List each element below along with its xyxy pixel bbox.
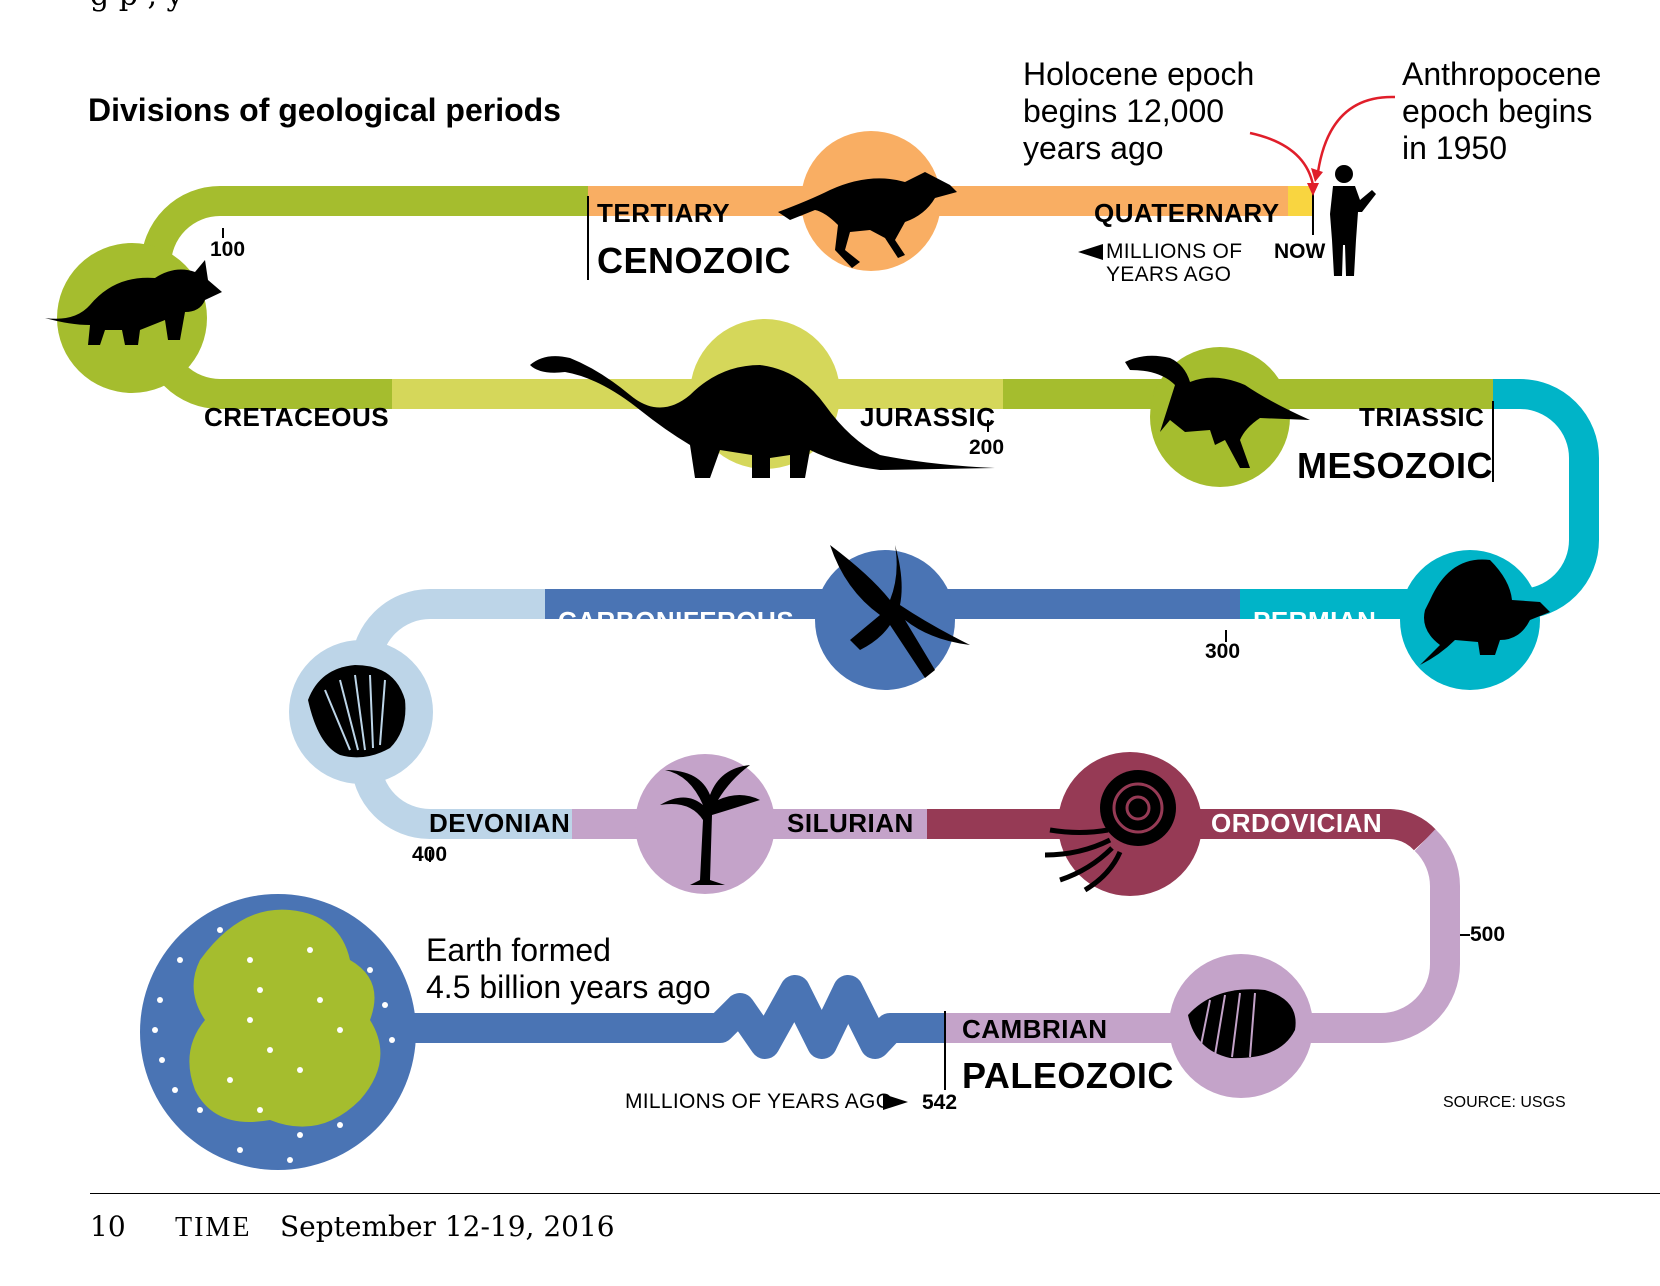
- page-number: 10: [90, 1210, 126, 1243]
- tick-300: 300: [1205, 640, 1241, 663]
- fern-tree-icon: [635, 754, 775, 894]
- cenozoic-label: CENOZOIC: [597, 240, 792, 281]
- mesozoic-label: MESOZOIC: [1297, 445, 1494, 486]
- quaternary-label: QUATERNARY: [1094, 198, 1280, 228]
- header-text-fragment: g p , y: [90, 0, 184, 13]
- cambrian-curve: [945, 829, 1460, 1043]
- anthropocene-line-2: epoch begins: [1402, 93, 1593, 129]
- earth-annotation: Earth formed 4.5 billion years ago: [426, 932, 711, 1006]
- nautilus-icon: [1044, 752, 1202, 896]
- triceratops-icon: [45, 243, 222, 393]
- cretaceous-label: CRETACEOUS: [204, 402, 390, 432]
- silurian-label: SILURIAN: [787, 808, 914, 838]
- paleozoic-label: PALEOZOIC: [962, 1055, 1174, 1096]
- now-label: NOW: [1274, 240, 1326, 263]
- cambrian-label: CAMBRIAN: [962, 1014, 1108, 1044]
- ordovician-label: ORDOVICIAN: [1211, 808, 1383, 838]
- tick-200: 200: [969, 436, 1005, 459]
- earth-line-1: Earth formed: [426, 932, 611, 968]
- footer-rule: [90, 1193, 1660, 1194]
- mya-bottom-arrow-icon: [883, 1094, 908, 1110]
- tick-100: 100: [210, 238, 246, 261]
- tick-400: 400: [412, 843, 448, 866]
- holocene-line-1: Holocene epoch: [1023, 56, 1255, 92]
- holocene-arrow: [1249, 131, 1315, 186]
- ordovician-band: [927, 809, 1437, 851]
- coelophysis-icon: [1125, 347, 1310, 487]
- shell-icon: [289, 640, 433, 784]
- anthropocene-line-3: in 1950: [1402, 130, 1507, 166]
- dragonfly-icon: [815, 545, 970, 690]
- horse-icon: [778, 131, 957, 271]
- permian-curve: [1240, 379, 1599, 619]
- mya-bottom-label: MILLIONS OF YEARS AGO: [625, 1090, 893, 1113]
- holocene-line-2: begins 12,000: [1023, 93, 1225, 129]
- chart-title: Divisions of geological periods: [88, 92, 561, 128]
- triassic-label: TRIASSIC: [1359, 402, 1485, 432]
- tick-542: 542: [922, 1091, 958, 1114]
- earth-icon: [140, 894, 416, 1170]
- magazine-name: TIME: [175, 1212, 252, 1243]
- carboniferous-label: CARBONIFEROUS: [558, 606, 795, 636]
- mya-top-line-2: YEARS AGO: [1106, 263, 1232, 286]
- source-label: SOURCE: USGS: [1443, 1094, 1566, 1111]
- permian-label: PERMIAN: [1253, 606, 1377, 636]
- devonian-label: DEVONIAN: [429, 808, 571, 838]
- anthropocene-arrow: [1316, 95, 1396, 173]
- issue-date: September 12-19, 2016: [280, 1210, 615, 1243]
- cretaceous-upper-curve: [141, 186, 588, 409]
- jurassic-label: JURASSIC: [860, 402, 996, 432]
- anthropocene-line-1: Anthropocene: [1402, 56, 1602, 92]
- human-icon: [1330, 165, 1376, 276]
- holocene-line-3: years ago: [1023, 130, 1164, 166]
- mya-top-label: MILLIONS OF YEARS AGO: [1106, 240, 1242, 286]
- dimetrodon-icon: [1400, 550, 1550, 690]
- trilobite-icon: [1169, 954, 1313, 1098]
- mya-top-line-1: MILLIONS OF: [1106, 240, 1243, 263]
- mya-top-arrow-icon: [1078, 244, 1103, 260]
- brontosaurus-icon: [530, 319, 995, 478]
- holocene-annotation: Holocene epoch begins 12,000 years ago: [1023, 56, 1254, 167]
- precambrian-band: [400, 975, 945, 1059]
- tertiary-label: TERTIARY: [597, 198, 731, 228]
- anthropocene-annotation: Anthropocene epoch begins in 1950: [1402, 56, 1601, 167]
- tick-500: 500: [1470, 923, 1506, 946]
- earth-line-2: 4.5 billion years ago: [426, 969, 711, 1005]
